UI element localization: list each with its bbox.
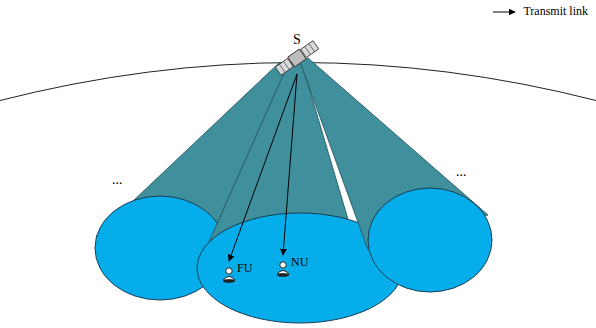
user-node: NU [275,256,313,276]
node-label: FU [237,262,257,276]
ellipsis-label: ... [456,164,467,180]
user-node: FU [221,262,257,282]
transmit-arrow [283,74,297,255]
user-icon [277,262,289,277]
legend-arrow-sample [492,7,518,17]
legend-row: Transmit link [492,4,588,19]
node-label: NU [291,256,313,270]
transmit-arrow [229,74,297,261]
satellite-node: S [285,32,309,74]
ellipsis-label: ... [112,172,123,188]
legend: Transmit link [492,4,588,19]
user-icon [223,268,235,283]
beam-spot [368,188,492,292]
legend-text: Transmit link [523,4,588,19]
node-label: S [285,32,309,48]
